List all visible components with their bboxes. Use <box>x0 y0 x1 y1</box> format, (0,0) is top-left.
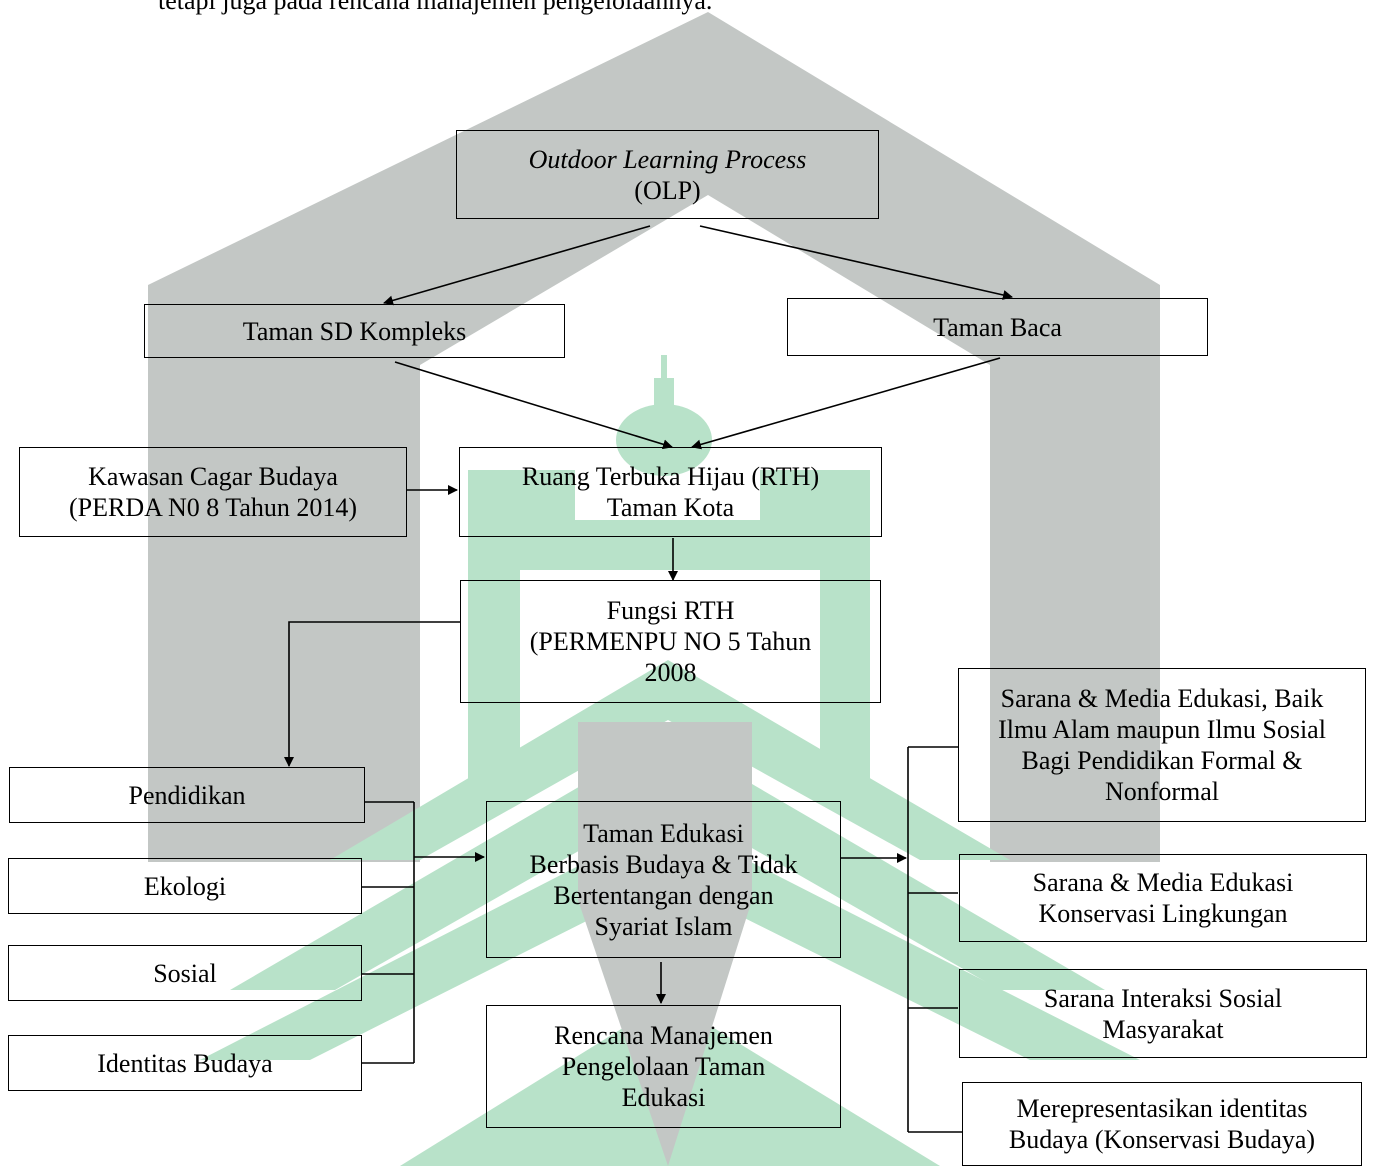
right1-line-1: Sarana & Media Edukasi, Baik <box>1000 684 1324 713</box>
sarana-media-edukasi-box: Sarana & Media Edukasi, Baik Ilmu Alam m… <box>958 668 1366 822</box>
ekologi-box: Ekologi <box>8 858 362 914</box>
rencana-line-3: Edukasi <box>621 1083 706 1112</box>
right3-line-1: Sarana Interaksi Sosial <box>1043 983 1283 1013</box>
arrow-olp-to-taman-sd <box>383 225 651 306</box>
taman-sd-label: Taman SD Kompleks <box>242 316 467 346</box>
sosial-label: Sosial <box>153 958 217 988</box>
arrow-olp-to-taman-baca <box>699 225 1013 300</box>
olp-box: Outdoor Learning Process (OLP) <box>456 130 879 219</box>
olp-abbr-label: (OLP) <box>634 175 701 205</box>
rencana-line-2: Pengelolaan Taman <box>561 1052 766 1081</box>
right4-line-1: Merepresentasikan identitas <box>1016 1094 1308 1123</box>
pendidikan-label: Pendidikan <box>128 780 246 810</box>
identitas-budaya-label: Identitas Budaya <box>97 1048 273 1078</box>
right4-line-2: Budaya (Konservasi Budaya) <box>1008 1125 1316 1154</box>
arrow-taman-sd-to-rth <box>394 361 673 450</box>
sosial-box: Sosial <box>8 945 362 1001</box>
sarana-interaksi-box: Sarana Interaksi Sosial Masyarakat <box>959 969 1367 1058</box>
sarana-konservasi-box: Sarana & Media Edukasi Konservasi Lingku… <box>959 854 1367 942</box>
pendidikan-box: Pendidikan <box>9 767 365 823</box>
cagar-line-2: (PERDA N0 8 Tahun 2014) <box>68 493 358 522</box>
taman-baca-label: Taman Baca <box>933 312 1062 342</box>
right1-line-4: Nonformal <box>1104 777 1220 806</box>
edukasi-line-3: Bertentangan dengan <box>553 880 774 910</box>
cagar-line-1: Kawasan Cagar Budaya <box>88 462 338 491</box>
taman-sd-box: Taman SD Kompleks <box>144 304 565 358</box>
rth-box: Ruang Terbuka Hijau (RTH) Taman Kota <box>459 447 882 537</box>
edukasi-line-4: Syariat Islam <box>594 911 733 941</box>
rth-line-1: Ruang Terbuka Hijau (RTH) <box>521 462 820 491</box>
rencana-manajemen-box: Rencana Manajemen Pengelolaan Taman Eduk… <box>486 1005 841 1128</box>
arrow-fungsi-to-pendidikan <box>284 621 460 767</box>
right1-line-2: Ilmu Alam maupun Ilmu Sosial <box>998 715 1326 744</box>
taman-baca-box: Taman Baca <box>787 298 1208 356</box>
fungsi-rth-box: Fungsi RTH (PERMENPU NO 5 Tahun 2008 <box>460 580 881 703</box>
ekologi-label: Ekologi <box>143 871 227 901</box>
rth-line-2: Taman Kota <box>606 493 735 522</box>
merepresentasikan-box: Merepresentasikan identitas Budaya (Kons… <box>962 1082 1362 1166</box>
fungsi-line-2: (PERMENPU NO 5 Tahun <box>529 627 812 656</box>
right2-line-1: Sarana & Media Edukasi <box>1032 868 1294 897</box>
fungsi-line-3: 2008 <box>644 658 697 687</box>
edukasi-line-2: Berbasis Budaya & Tidak <box>529 849 798 879</box>
watermark-gray-pen <box>578 722 752 1166</box>
right2-line-2: Konservasi Lingkungan <box>1038 899 1288 928</box>
edukasi-line-1: Taman Edukasi <box>583 818 744 848</box>
watermark-gray-roof <box>148 12 1160 862</box>
arrow-taman-baca-to-rth <box>691 357 1001 450</box>
right3-line-2: Masyarakat <box>1102 1014 1224 1044</box>
caption-text: tetapi juga pada rencana manajemen penge… <box>158 0 713 15</box>
olp-italic-label: Outdoor Learning Process <box>528 144 807 174</box>
right1-line-3: Bagi Pendidikan Formal & <box>1021 746 1303 775</box>
identitas-budaya-box: Identitas Budaya <box>8 1035 362 1091</box>
rencana-line-1: Rencana Manajemen <box>554 1021 773 1050</box>
taman-edukasi-box: Taman Edukasi Berbasis Budaya & Tidak Be… <box>486 801 841 958</box>
cagar-budaya-box: Kawasan Cagar Budaya (PERDA N0 8 Tahun 2… <box>19 447 407 537</box>
fungsi-line-1: Fungsi RTH <box>606 596 735 625</box>
